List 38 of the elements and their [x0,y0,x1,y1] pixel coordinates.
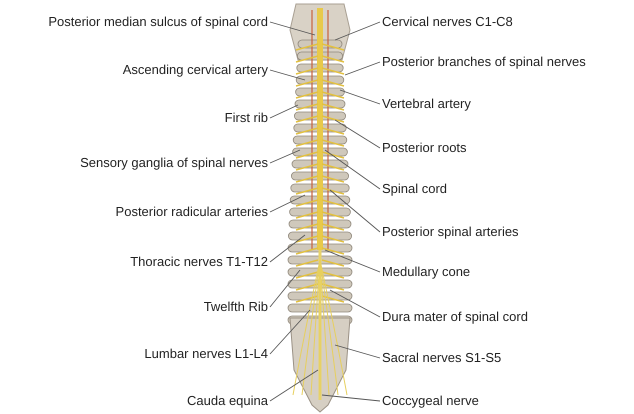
leader-line [324,150,380,190]
part-label: First rib [224,110,268,126]
leader-line [270,70,306,80]
leader-line [334,120,380,148]
part-label: Twelfth Rib [204,299,268,315]
part-label: Medullary cone [382,264,470,280]
leader-line [270,310,310,354]
leader-line [270,22,316,36]
part-label: Posterior spinal arteries [382,224,519,240]
part-label: Ascending cervical artery [122,62,268,78]
part-label: Posterior radicular arteries [116,204,268,220]
leader-line [270,234,306,262]
leader-line [334,22,380,40]
part-label: Cauda equina [187,393,268,409]
part-label: Thoracic nerves T1-T12 [130,254,268,270]
part-label: Lumbar nerves L1-L4 [144,346,268,362]
part-label: Cervical nerves C1-C8 [382,14,513,30]
leader-line [322,394,380,402]
part-label: Sacral nerves S1-S5 [382,350,502,366]
part-label: Dura mater of spinal cord [382,309,528,325]
leader-line [330,190,380,232]
part-label: Posterior median sulcus of spinal cord [48,14,268,30]
leader-line [270,194,306,212]
leader-line [330,290,380,318]
part-label: Vertebral artery [382,96,471,112]
leader-line [270,270,300,308]
leader-line [324,250,380,272]
leader-line [270,104,298,118]
leader-line [270,370,318,402]
part-label: Sensory ganglia of spinal nerves [80,155,268,171]
leader-line [334,344,380,358]
part-label: Posterior roots [382,140,467,156]
part-label: Coccygeal nerve [382,393,479,409]
leader-line [344,62,380,76]
leader-line [340,90,380,104]
part-label: Spinal cord [382,181,448,197]
leader-line [270,150,300,164]
part-label: Posterior branches of spinal nerves [382,54,586,70]
